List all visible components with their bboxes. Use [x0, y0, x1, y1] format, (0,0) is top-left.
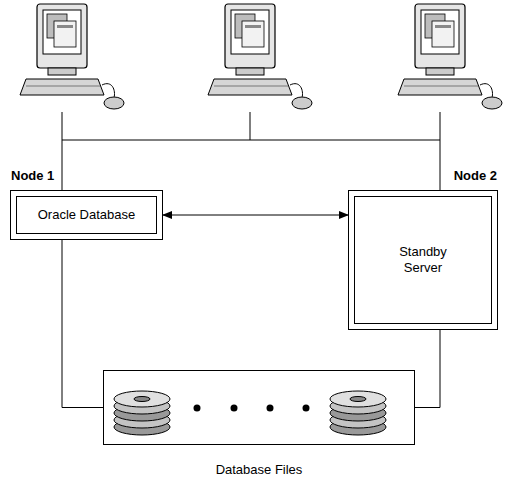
- disk-stack: [114, 391, 170, 435]
- ellipsis-dot: [267, 405, 274, 412]
- computer-symbol: [398, 4, 502, 109]
- server-box: Node 1Oracle Database: [10, 190, 163, 240]
- computer-symbol: [20, 4, 124, 109]
- connector: [62, 240, 103, 408]
- node-heading: Node 2: [454, 168, 497, 184]
- disk-stack: [330, 391, 386, 435]
- node-text: Oracle Database: [38, 207, 136, 223]
- ellipsis-dot: [303, 405, 310, 412]
- storage-box: Database Files: [103, 370, 415, 445]
- ellipsis-dot: [194, 405, 201, 412]
- server-box: Node 2Standby Server: [348, 190, 498, 330]
- connector: [163, 215, 348, 216]
- network-bus: [62, 112, 440, 190]
- ellipsis-dot: [231, 405, 238, 412]
- node-body: Oracle Database: [11, 191, 162, 239]
- node-label: Database Files: [104, 462, 414, 478]
- computer-symbol: [208, 4, 312, 109]
- node-body: Standby Server: [349, 191, 497, 329]
- connector: [415, 330, 440, 408]
- node-text: Standby Server: [383, 244, 463, 276]
- node-heading: Node 1: [11, 168, 54, 184]
